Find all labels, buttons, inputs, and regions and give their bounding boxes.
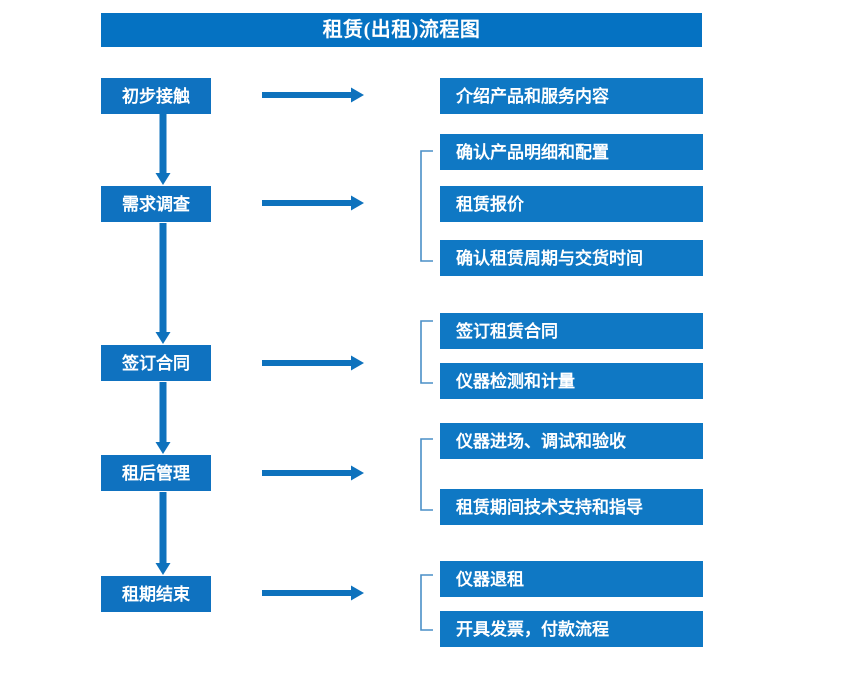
stage-2-to-3-head (155, 332, 171, 344)
bracket-group-5 (420, 574, 433, 631)
stage-label-1: 初步接触 (122, 86, 190, 106)
stage-box-4[interactable]: 租后管理 (101, 455, 211, 491)
detail-label-1: 介绍产品和服务内容 (456, 86, 609, 106)
link-arrow-5-shaft (262, 590, 351, 596)
detail-label-9: 仪器退租 (456, 569, 524, 589)
link-arrow-5 (262, 585, 364, 601)
stage-3-to-4 (155, 382, 171, 454)
stage-1-to-2-head (155, 173, 171, 185)
bracket-group-2 (420, 150, 433, 262)
stage-4-to-5-head (155, 563, 171, 575)
flowchart-title-bar: 租赁(出租)流程图 (101, 13, 702, 47)
stage-box-2[interactable]: 需求调查 (101, 186, 211, 222)
detail-label-10: 开具发票，付款流程 (456, 619, 609, 639)
link-arrow-3-head (351, 355, 364, 371)
link-arrow-5-head (351, 585, 364, 601)
stage-2-to-3-shaft (159, 223, 167, 332)
link-arrow-4-head (351, 465, 364, 481)
detail-label-8: 租赁期间技术支持和指导 (456, 497, 643, 517)
link-arrow-3 (262, 355, 364, 371)
link-arrow-4-shaft (262, 470, 351, 476)
stage-box-5[interactable]: 租期结束 (101, 576, 211, 612)
stage-4-to-5 (155, 492, 171, 575)
bracket-group-5-path (420, 574, 433, 631)
stage-2-to-3 (155, 223, 171, 344)
bracket-group-3-path (420, 320, 433, 384)
detail-box-6[interactable]: 仪器检测和计量 (440, 363, 703, 399)
detail-label-6: 仪器检测和计量 (456, 371, 575, 391)
stage-3-to-4-shaft (159, 382, 167, 442)
detail-box-8[interactable]: 租赁期间技术支持和指导 (440, 489, 703, 525)
link-arrow-1-shaft (262, 92, 351, 98)
detail-label-7: 仪器进场、调试和验收 (456, 431, 626, 451)
link-arrow-2-head (351, 195, 364, 211)
stage-1-to-2-shaft (159, 114, 167, 173)
link-arrow-4 (262, 465, 364, 481)
stage-label-3: 签订合同 (122, 353, 190, 373)
link-arrow-2 (262, 195, 364, 211)
bracket-group-2-path (420, 150, 433, 262)
detail-box-4[interactable]: 确认租赁周期与交货时间 (440, 240, 703, 276)
detail-label-5: 签订租赁合同 (456, 321, 558, 341)
stage-box-1[interactable]: 初步接触 (101, 78, 211, 114)
link-arrow-2-shaft (262, 200, 351, 206)
detail-label-4: 确认租赁周期与交货时间 (456, 248, 643, 268)
link-arrow-1 (262, 87, 364, 103)
page-title: 租赁(出租)流程图 (322, 19, 481, 41)
stage-box-3[interactable]: 签订合同 (101, 345, 211, 381)
detail-label-3: 租赁报价 (456, 194, 524, 214)
link-arrow-1-head (351, 87, 364, 103)
stage-label-4: 租后管理 (122, 463, 190, 483)
bracket-group-4-path (420, 438, 433, 511)
detail-box-10[interactable]: 开具发票，付款流程 (440, 611, 703, 647)
detail-box-9[interactable]: 仪器退租 (440, 561, 703, 597)
detail-box-2[interactable]: 确认产品明细和配置 (440, 134, 703, 170)
detail-box-1[interactable]: 介绍产品和服务内容 (440, 78, 703, 114)
detail-box-5[interactable]: 签订租赁合同 (440, 313, 703, 349)
link-arrow-3-shaft (262, 360, 351, 366)
stage-1-to-2 (155, 114, 171, 185)
stage-label-5: 租期结束 (122, 584, 190, 604)
detail-box-7[interactable]: 仪器进场、调试和验收 (440, 423, 703, 459)
detail-label-2: 确认产品明细和配置 (456, 142, 609, 162)
bracket-group-4 (420, 438, 433, 511)
stage-3-to-4-head (155, 442, 171, 454)
stage-4-to-5-shaft (159, 492, 167, 563)
bracket-group-3 (420, 320, 433, 384)
stage-label-2: 需求调查 (122, 194, 190, 214)
detail-box-3[interactable]: 租赁报价 (440, 186, 703, 222)
